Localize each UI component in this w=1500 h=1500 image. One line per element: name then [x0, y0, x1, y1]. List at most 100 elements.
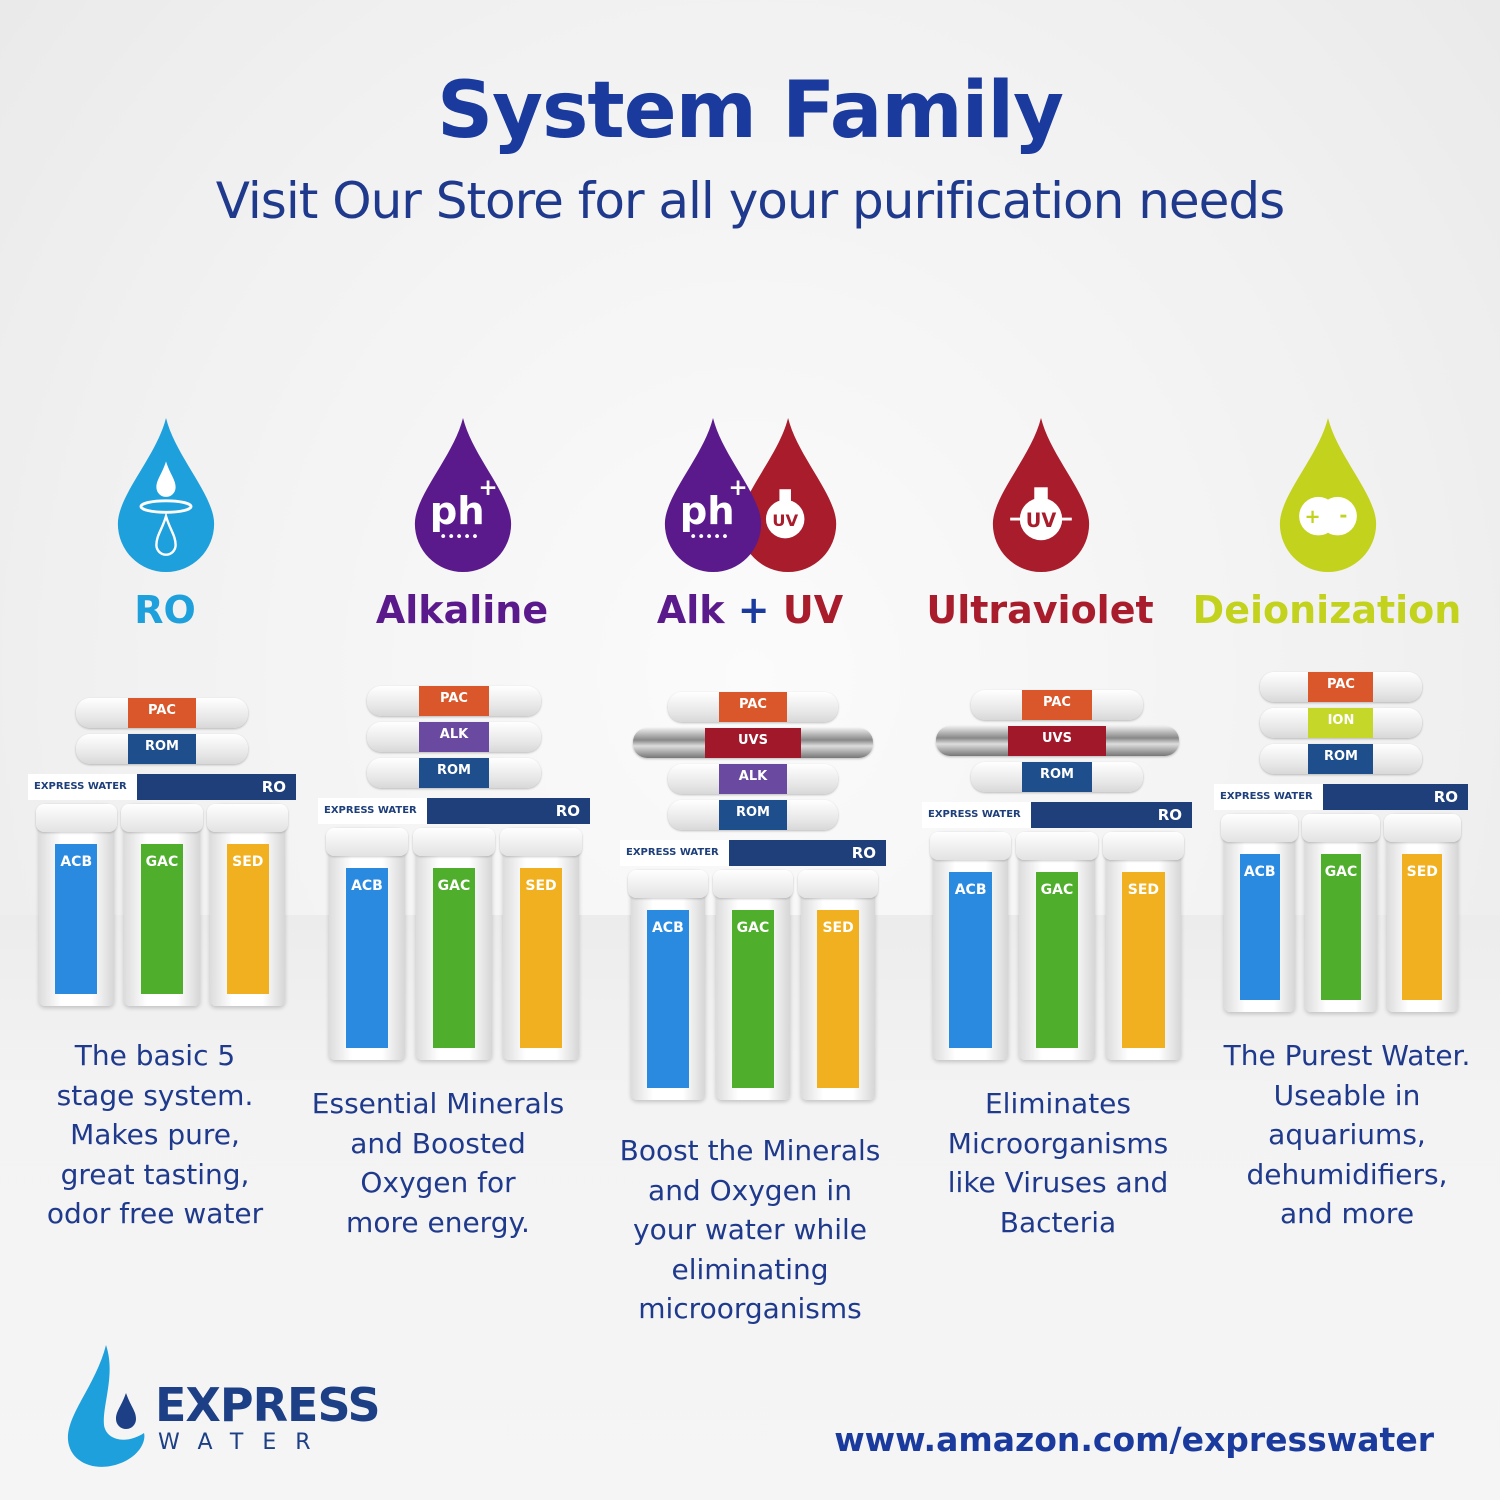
- housing-cap: [412, 828, 496, 856]
- housing-cap: [35, 804, 117, 832]
- banner-brand: EXPRESS WATER: [1214, 784, 1323, 810]
- cartridge-label: ACB: [1239, 854, 1280, 1000]
- cartridge-uvs: UVS: [633, 728, 873, 758]
- cartridge-label: SED: [519, 868, 563, 1048]
- system-label-deionization: Deionization: [1192, 588, 1462, 632]
- housing-cap: [1383, 814, 1461, 842]
- cartridge-pac: PAC: [970, 690, 1144, 720]
- filter-housing-sed: SED: [207, 804, 289, 1006]
- banner-label: RO: [1157, 806, 1182, 824]
- label-part-plus: +: [737, 588, 770, 632]
- system-label-ro: RO: [134, 588, 196, 632]
- svg-text:ph: ph: [680, 489, 735, 534]
- cartridge-label: SED: [1402, 854, 1443, 1000]
- housing-cap: [121, 804, 203, 832]
- page-subtitle: Visit Our Store for all your purificatio…: [215, 172, 1285, 230]
- label-part-alk: Alk: [656, 588, 725, 632]
- cartridge-label: ROM: [1308, 744, 1374, 774]
- cartridge-uvs: UVS: [935, 726, 1179, 756]
- system-banner: EXPRESS WATER RO: [922, 802, 1192, 828]
- filter-housing-sed: SED: [499, 828, 583, 1060]
- filter-housing-sed: SED: [1383, 814, 1461, 1012]
- housing-cap: [325, 828, 409, 856]
- cartridge-label: PAC: [419, 686, 489, 716]
- cartridge-label: ROM: [718, 800, 788, 830]
- svg-text:UV: UV: [772, 511, 798, 530]
- filter-housing-acb: ACB: [929, 832, 1012, 1060]
- cartridge-label: SED: [1122, 872, 1165, 1048]
- ph-plus-icon: ph + •••••: [414, 418, 512, 572]
- cartridge-label: ACB: [345, 868, 389, 1048]
- filter-housing-gac: GAC: [412, 828, 496, 1060]
- cartridge-label: ROM: [1022, 762, 1092, 792]
- cartridge-label: GAC: [432, 868, 476, 1048]
- cartridge-alk: ALK: [366, 722, 542, 752]
- cartridge-pac: PAC: [1259, 672, 1423, 702]
- description-alkaline: Essential Minerals and Boosted Oxygen fo…: [311, 1087, 565, 1239]
- housing-cap: [797, 870, 879, 898]
- filter-housing-acb: ACB: [1221, 814, 1299, 1012]
- description-deionization: The Purest Water. Useable in aquariums, …: [1223, 1039, 1471, 1230]
- description-ultraviolet: Eliminates Microorganisms like Viruses a…: [947, 1087, 1169, 1239]
- system-label-alkaline: Alkaline: [375, 588, 549, 632]
- filter-housing-sed: SED: [1102, 832, 1185, 1060]
- cartridge-label: ALK: [718, 764, 788, 794]
- cartridge-label: ALK: [419, 722, 489, 752]
- cartridge-pac: PAC: [667, 692, 839, 722]
- svg-text:+: +: [728, 475, 747, 501]
- cartridge-label: PAC: [718, 692, 788, 722]
- banner-brand: EXPRESS WATER: [620, 840, 729, 866]
- housing-cap: [712, 870, 794, 898]
- logo-subtext: WATER: [158, 1430, 330, 1455]
- svg-text:ph: ph: [430, 489, 485, 534]
- filter-housing-gac: GAC: [1016, 832, 1098, 1060]
- housing-cap: [1016, 832, 1098, 860]
- cartridge-label: UVS: [1008, 726, 1106, 756]
- housing-cap: [207, 804, 289, 832]
- cartridge-label: PAC: [1308, 672, 1374, 702]
- cartridge-alk: ALK: [667, 764, 839, 794]
- banner-label: RO: [555, 802, 580, 820]
- svg-text:+: +: [478, 475, 497, 501]
- cartridge-label: SED: [226, 844, 269, 994]
- filter-housing-acb: ACB: [325, 828, 409, 1060]
- cartridge-ion: ION: [1259, 708, 1423, 738]
- cartridge-label: UVS: [705, 728, 801, 758]
- housing-cap: [627, 870, 709, 898]
- filter-housing-gac: GAC: [712, 870, 794, 1100]
- cartridge-rom: ROM: [1259, 744, 1423, 774]
- cartridge-label: GAC: [1035, 872, 1079, 1048]
- cartridge-label: GAC: [1321, 854, 1361, 1000]
- cartridge-label: ACB: [647, 910, 689, 1088]
- product-image-ultraviolet: PAC UVS ROM EXPRESS WATER RO ACB GAC SED: [922, 690, 1192, 1060]
- svg-text:•••••: •••••: [439, 529, 479, 545]
- ion-plus-minus-icon: + -: [1279, 418, 1377, 572]
- housing-cap: [499, 828, 583, 856]
- cartridge-label: GAC: [140, 844, 183, 994]
- uv-lamp-icon: UV: [992, 418, 1090, 572]
- ph-plus-and-uv-icon: ph + ••••• UV: [664, 418, 837, 572]
- store-url-link[interactable]: www.amazon.com/expresswater: [834, 1420, 1434, 1459]
- system-banner: EXPRESS WATER RO: [318, 798, 590, 824]
- banner-label: RO: [1433, 788, 1458, 806]
- system-label-alk-uv: Alk + UV: [590, 588, 910, 632]
- banner-label: RO: [261, 778, 286, 796]
- cartridge-label: ROM: [127, 734, 197, 764]
- filter-housing-gac: GAC: [121, 804, 203, 1006]
- cartridge-pac: PAC: [366, 686, 542, 716]
- express-water-logo-icon: [67, 1345, 145, 1467]
- system-label-ultraviolet: Ultraviolet: [926, 588, 1154, 632]
- banner-brand: EXPRESS WATER: [318, 798, 427, 824]
- svg-text:UV: UV: [1026, 509, 1057, 532]
- banner-brand: EXPRESS WATER: [922, 802, 1031, 828]
- filter-housing-sed: SED: [797, 870, 879, 1100]
- cartridge-label: PAC: [127, 698, 197, 728]
- cartridge-label: PAC: [1022, 690, 1092, 720]
- cartridge-label: ACB: [949, 872, 992, 1048]
- svg-text:+: +: [1305, 505, 1321, 528]
- cartridge-rom: ROM: [970, 762, 1144, 792]
